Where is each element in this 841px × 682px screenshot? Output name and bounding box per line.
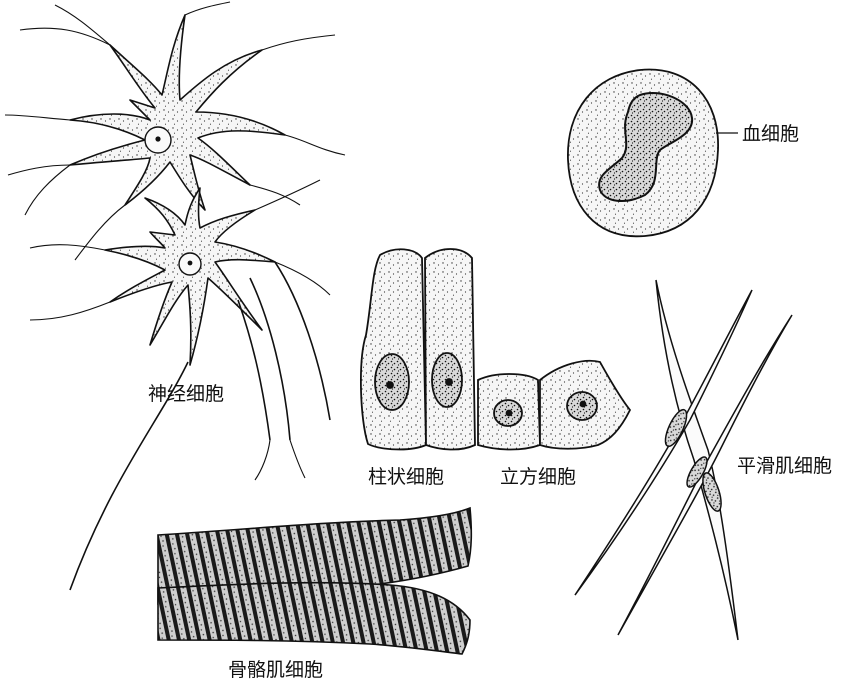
label-smooth-muscle-cell: 平滑肌细胞 <box>737 455 832 477</box>
blood-cell-illustration <box>568 70 738 237</box>
label-neuron: 神经细胞 <box>148 383 224 405</box>
label-blood-cell: 血细胞 <box>742 123 799 145</box>
columnar-cells-illustration <box>361 249 475 450</box>
label-skeletal-muscle-cell: 骨骼肌细胞 <box>228 659 323 681</box>
label-cuboidal-cell: 立方细胞 <box>500 466 576 488</box>
label-columnar-cell: 柱状细胞 <box>368 466 444 488</box>
skeletal-muscle-illustration <box>158 508 471 654</box>
cuboidal-cells-illustration <box>478 361 630 450</box>
